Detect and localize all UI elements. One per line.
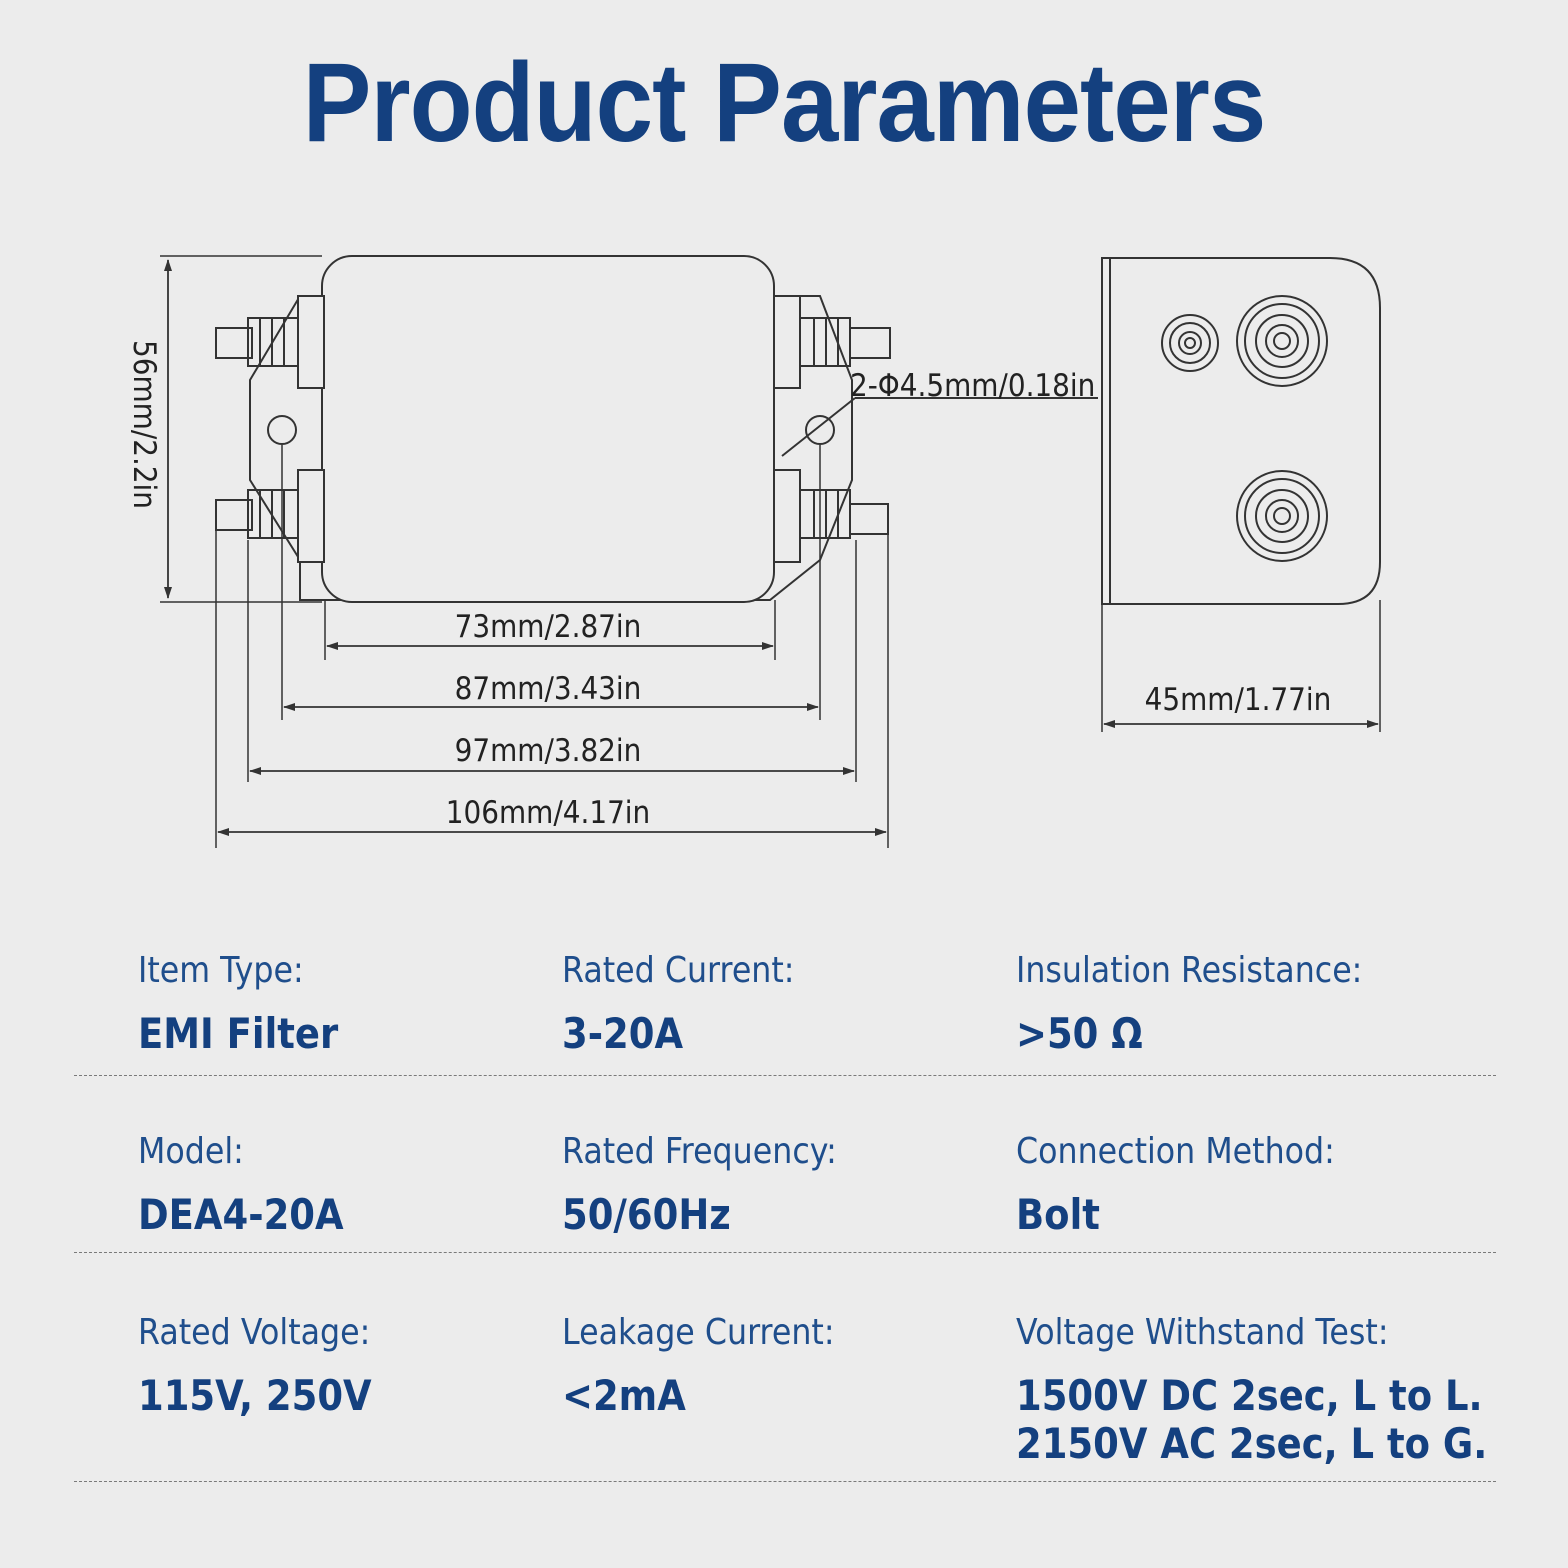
dim-106-label: 106mm/4.17in bbox=[446, 795, 650, 831]
spec-label-connection: Connection Method: bbox=[1016, 1131, 1335, 1172]
page-title: Product Parameters bbox=[302, 40, 1267, 165]
spec-value-rated-voltage: 115V, 250V bbox=[138, 1371, 372, 1420]
spec-label-rated-voltage: Rated Voltage: bbox=[138, 1312, 371, 1353]
spec-label-rated-current: Rated Current: bbox=[562, 950, 795, 991]
spec-label-withstand: Voltage Withstand Test: bbox=[1016, 1312, 1389, 1353]
side-view bbox=[1101, 257, 1381, 605]
spec-value-withstand-line2: 2150V AC 2sec, L to G. bbox=[1016, 1419, 1488, 1468]
spec-value-connection: Bolt bbox=[1016, 1190, 1100, 1239]
emi-filter-dimension-drawing: 56mm/2.2in 2-Φ4.5mm/0.18in 73mm/2.87in 8… bbox=[126, 255, 1381, 848]
terminal-top-right bbox=[799, 317, 891, 367]
large-terminal-top-icon bbox=[1236, 295, 1328, 387]
spec-value-item-type: EMI Filter bbox=[138, 1009, 339, 1058]
row-divider bbox=[74, 1481, 1496, 1482]
small-terminal-icon bbox=[1161, 314, 1219, 372]
spec-label-rated-frequency: Rated Frequency: bbox=[562, 1131, 837, 1172]
terminal-bottom-right bbox=[799, 489, 889, 539]
spec-value-insulation: >50 Ω bbox=[1016, 1009, 1143, 1058]
dim-87-label: 87mm/3.43in bbox=[455, 671, 642, 707]
spec-value-rated-frequency: 50/60Hz bbox=[562, 1190, 731, 1239]
dim-97-label: 97mm/3.82in bbox=[455, 733, 642, 769]
row-divider bbox=[74, 1075, 1496, 1076]
dim-height-label: 56mm/2.2in bbox=[126, 340, 162, 509]
spec-value-rated-current: 3-20A bbox=[562, 1009, 684, 1058]
dim-hole-label: 2-Φ4.5mm/0.18in bbox=[850, 368, 1095, 404]
spec-label-leakage: Leakage Current: bbox=[562, 1312, 835, 1353]
terminal-top-left bbox=[215, 317, 299, 367]
row-divider bbox=[74, 1252, 1496, 1253]
mounting-hole-left bbox=[267, 415, 297, 445]
spec-label-item-type: Item Type: bbox=[138, 950, 304, 991]
terminal-bottom-left bbox=[215, 489, 299, 539]
dim-73-label: 73mm/2.87in bbox=[455, 609, 642, 645]
filter-body bbox=[321, 255, 775, 603]
mounting-hole-right bbox=[805, 415, 835, 445]
spec-value-model: DEA4-20A bbox=[138, 1190, 344, 1239]
spec-value-withstand-line1: 1500V DC 2sec, L to L. bbox=[1016, 1371, 1483, 1420]
spec-label-model: Model: bbox=[138, 1131, 244, 1172]
spec-value-leakage: <2mA bbox=[562, 1371, 686, 1420]
large-terminal-bottom-icon bbox=[1236, 470, 1328, 562]
spec-label-insulation: Insulation Resistance: bbox=[1016, 950, 1363, 991]
front-view bbox=[215, 255, 1098, 603]
dim-depth-label: 45mm/1.77in bbox=[1145, 682, 1332, 718]
